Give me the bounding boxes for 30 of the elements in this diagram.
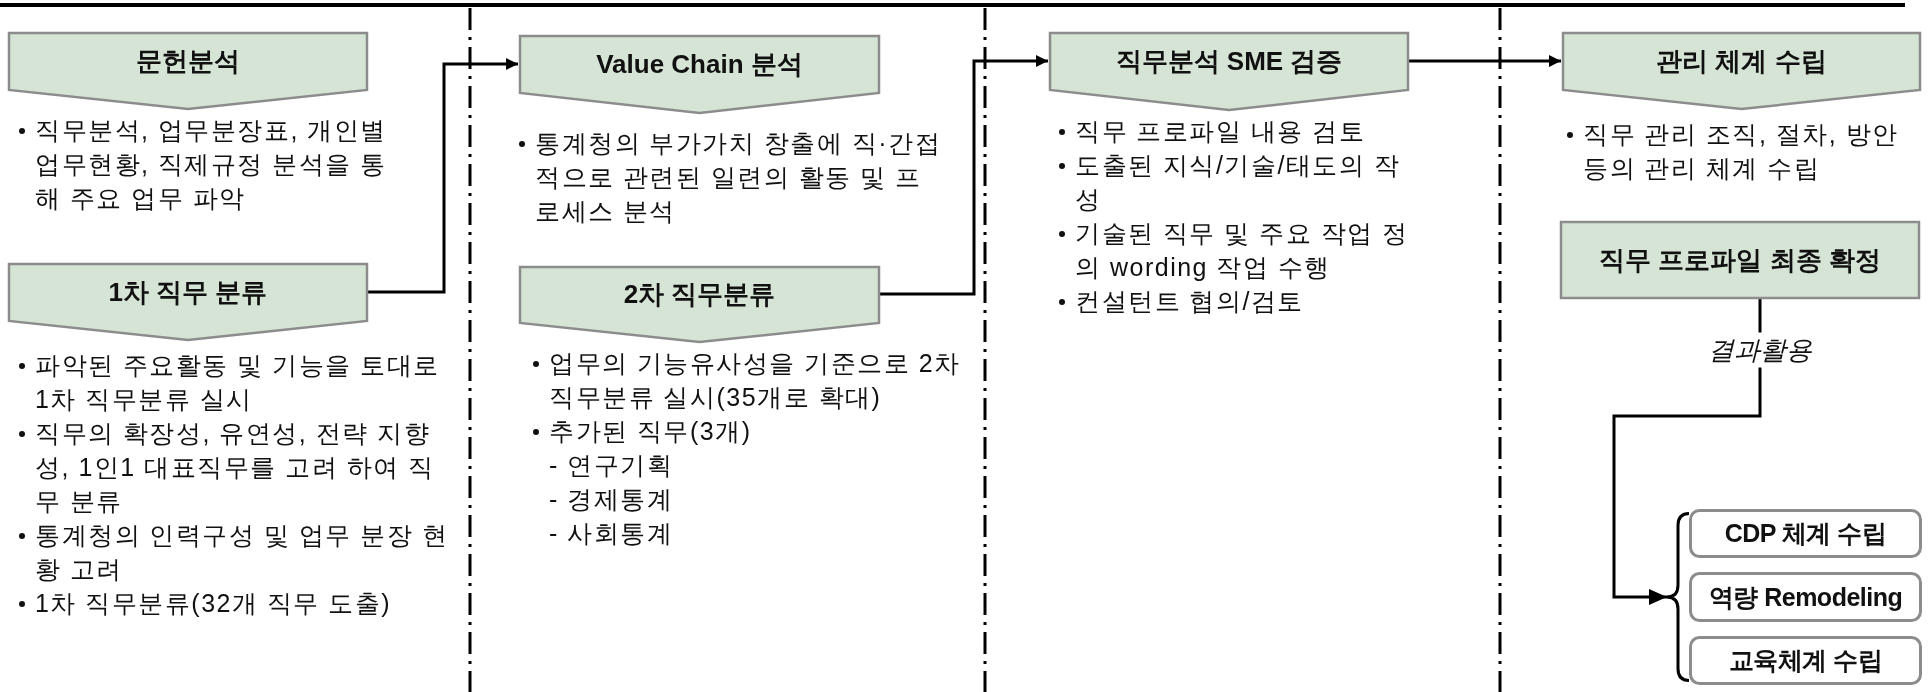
step-banner: 2차 직무분류	[519, 266, 880, 343]
result-box: 역량 Remodeling	[1689, 572, 1922, 622]
bullet-item: 직무분석, 업무분장표, 개인별 업무현황, 직제규정 분석을 통해 주요 업무 파악	[18, 113, 393, 215]
bullet-item: 컨설턴트 협의/검토	[1058, 284, 1413, 318]
arrow	[880, 55, 1048, 296]
bullet-item: 직무의 확장성, 유연성, 전략 지향성, 1인1 대표직무를 고려 하여 직무 분류	[18, 416, 453, 518]
bullet-item: 업무의 기능유사성을 기준으로 2차 직무분류 실시(35개로 확대)	[532, 346, 972, 414]
result-box: CDP 체계 수립	[1689, 509, 1922, 558]
step-banner: 문헌분석	[8, 32, 368, 110]
process-box: 직무 프로파일 최종 확정	[1560, 221, 1920, 299]
bullet-item: 통계청의 부가가치 창출에 직·간접적으로 관련된 일련의 활동 및 프로세스 분석	[518, 126, 948, 228]
step-banner: 직무분석 SME 검증	[1049, 32, 1409, 111]
sub-item: - 사회통계	[548, 518, 675, 549]
bullet-item: 직무 관리 조직, 절차, 방안 등의 관리 체계 수립	[1566, 117, 1921, 185]
bullet-item: 직무 프로파일 내용 검토	[1058, 114, 1413, 148]
bullet-item: 도출된 지식/기술/태도의 작성	[1058, 148, 1413, 216]
step-banner: 관리 체계 수립	[1562, 32, 1921, 110]
bullet-item: 통계청의 인력구성 및 업무 분장 현황 고려	[18, 518, 453, 586]
bullet-item: 파악된 주요활동 및 기능을 토대로 1차 직무분류 실시	[18, 348, 453, 416]
bullet-item: 1차 직무분류(32개 직무 도출)	[18, 586, 453, 620]
arrow	[1409, 55, 1561, 67]
sub-item: - 경제통계	[548, 484, 675, 515]
bullet-item: 기술된 직무 및 주요 작업 정의 wording 작업 수행	[1058, 216, 1413, 284]
arrow	[1612, 299, 1762, 605]
step-banner: 1차 직무 분류	[8, 263, 368, 341]
result-box: 교육체계 수립	[1689, 636, 1922, 685]
bullet-item: 추가된 직무(3개)	[532, 414, 972, 448]
arrow	[368, 58, 518, 294]
step-banner: Value Chain 분석	[519, 35, 880, 114]
sub-item: - 연구기획	[548, 450, 675, 481]
